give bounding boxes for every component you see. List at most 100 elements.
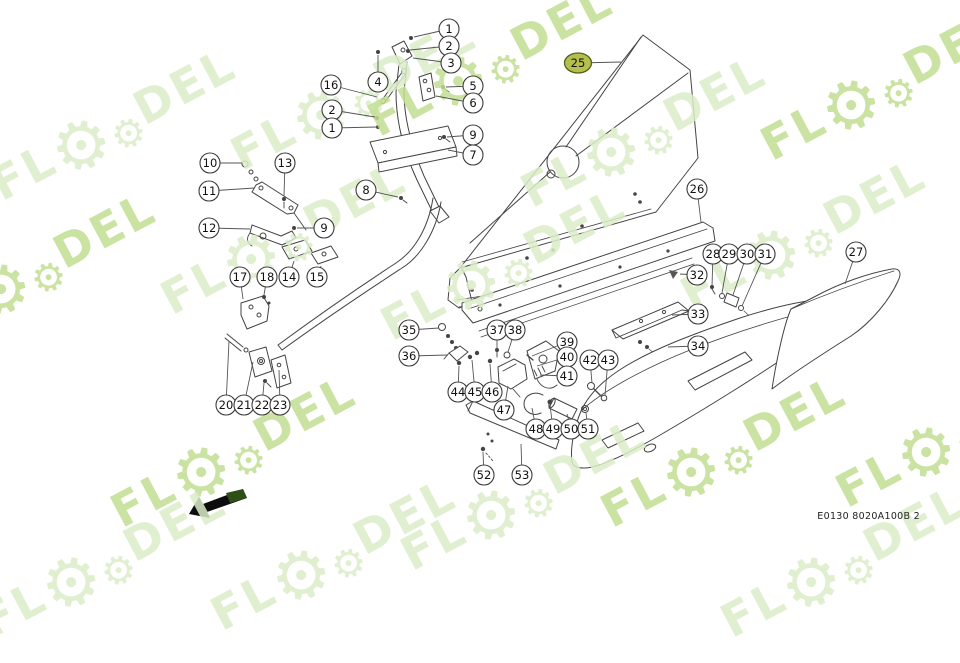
callout-36[interactable]: 36 bbox=[398, 345, 449, 367]
callout-20[interactable]: 20 bbox=[215, 340, 237, 416]
callout-2-2[interactable]: 2 bbox=[321, 99, 376, 121]
callout-number: 44 bbox=[451, 385, 466, 399]
callout-44[interactable]: 44 bbox=[447, 365, 469, 403]
callout-bubble bbox=[198, 180, 220, 202]
callout-bubble bbox=[274, 152, 296, 174]
callout-bubble bbox=[199, 152, 221, 174]
callout-number: 15 bbox=[310, 270, 325, 284]
callout-32[interactable]: 32 bbox=[679, 264, 708, 286]
callout-number: 17 bbox=[233, 270, 248, 284]
callout-38[interactable]: 38 bbox=[504, 319, 526, 353]
callout-41[interactable]: 41 bbox=[539, 365, 578, 387]
callout-7[interactable]: 7 bbox=[447, 144, 484, 166]
callout-number: 23 bbox=[273, 398, 288, 412]
callout-31[interactable]: 31 bbox=[741, 243, 776, 307]
highlighted-callout-bubble bbox=[563, 52, 593, 74]
callout-4[interactable]: 4 bbox=[367, 55, 389, 93]
callout-30[interactable]: 30 bbox=[732, 243, 758, 296]
callout-9[interactable]: 9 bbox=[446, 124, 484, 146]
callout-8[interactable]: 8 bbox=[355, 179, 399, 201]
clamp-parts bbox=[224, 333, 292, 389]
callout-number: 42 bbox=[583, 353, 598, 367]
callout-47[interactable]: 47 bbox=[493, 385, 515, 421]
callout-23[interactable]: 23 bbox=[269, 369, 291, 416]
callout-25[interactable]: 25 bbox=[563, 52, 622, 74]
callout-22[interactable]: 22 bbox=[251, 382, 273, 416]
callout-1-2[interactable]: 1 bbox=[321, 117, 378, 139]
callout-52[interactable]: 52 bbox=[473, 451, 495, 486]
exploded-parts-diagram bbox=[189, 34, 901, 518]
callout-51[interactable]: 51 bbox=[577, 412, 599, 440]
callout-14[interactable]: 14 bbox=[278, 260, 300, 288]
callout-bubble bbox=[687, 303, 709, 325]
callout-bubble bbox=[462, 92, 484, 114]
callout-bubble bbox=[504, 319, 526, 341]
callout-42[interactable]: 42 bbox=[579, 349, 601, 384]
callout-43[interactable]: 43 bbox=[597, 349, 619, 396]
callout-number: 20 bbox=[219, 398, 234, 412]
callout-bubble bbox=[556, 365, 578, 387]
callout-bubble bbox=[320, 74, 342, 96]
callout-number: 3 bbox=[447, 56, 454, 70]
callout-39[interactable]: 39 bbox=[531, 331, 578, 357]
callout-27[interactable]: 27 bbox=[844, 241, 867, 285]
callout-bubble bbox=[686, 178, 708, 200]
callout-bubble bbox=[398, 345, 420, 367]
callout-number: 50 bbox=[564, 422, 579, 436]
callout-3[interactable]: 3 bbox=[412, 52, 462, 74]
callout-5[interactable]: 5 bbox=[445, 75, 484, 97]
callout-6[interactable]: 6 bbox=[435, 92, 484, 114]
left-bracket-parts bbox=[240, 295, 271, 330]
callout-number: 49 bbox=[546, 422, 561, 436]
callout-53[interactable]: 53 bbox=[511, 443, 533, 486]
callout-number: 4 bbox=[374, 75, 381, 89]
leader-line bbox=[225, 340, 230, 406]
callout-bubble bbox=[355, 179, 377, 201]
callout-17[interactable]: 17 bbox=[229, 266, 251, 300]
callout-number: 39 bbox=[560, 335, 575, 349]
callout-15[interactable]: 15 bbox=[306, 265, 328, 288]
callout-number: 21 bbox=[237, 398, 252, 412]
callout-number: 10 bbox=[203, 156, 218, 170]
callout-bubble bbox=[306, 266, 328, 288]
callout-34[interactable]: 34 bbox=[667, 335, 709, 357]
callout-number: 25 bbox=[571, 56, 586, 70]
callout-number: 2 bbox=[328, 103, 335, 117]
callout-16[interactable]: 16 bbox=[320, 74, 378, 98]
callout-13[interactable]: 13 bbox=[274, 152, 296, 197]
callout-35[interactable]: 35 bbox=[398, 319, 440, 341]
callout-number: 1 bbox=[445, 22, 452, 36]
callout-21[interactable]: 21 bbox=[233, 361, 255, 416]
callout-46[interactable]: 46 bbox=[481, 363, 503, 403]
callout-11[interactable]: 11 bbox=[198, 180, 255, 202]
callout-12[interactable]: 12 bbox=[198, 217, 251, 239]
callout-number: 32 bbox=[690, 268, 705, 282]
callout-number: 43 bbox=[601, 353, 616, 367]
callout-40[interactable]: 40 bbox=[536, 346, 578, 368]
callout-37[interactable]: 37 bbox=[486, 319, 508, 348]
callout-bubble bbox=[398, 319, 420, 341]
callout-48[interactable]: 48 bbox=[525, 407, 547, 440]
callout-bubble bbox=[278, 266, 300, 288]
callout-26[interactable]: 26 bbox=[686, 178, 708, 223]
callout-bubble bbox=[198, 217, 220, 239]
callout-number: 2 bbox=[445, 39, 452, 53]
callout-bubble bbox=[462, 144, 484, 166]
callout-10[interactable]: 10 bbox=[199, 152, 242, 174]
callout-9-2[interactable]: 9 bbox=[297, 217, 335, 239]
callout-33[interactable]: 33 bbox=[671, 303, 709, 325]
callout-number: 13 bbox=[278, 156, 293, 170]
callout-2[interactable]: 2 bbox=[409, 35, 460, 57]
callout-bubble bbox=[229, 266, 251, 288]
callout-number: 30 bbox=[740, 247, 755, 261]
callout-number: 29 bbox=[722, 247, 737, 261]
callout-29[interactable]: 29 bbox=[718, 243, 740, 294]
callout-18[interactable]: 18 bbox=[256, 266, 278, 296]
parts-drawing bbox=[224, 34, 901, 469]
callout-bubble bbox=[687, 335, 709, 357]
callout-45[interactable]: 45 bbox=[464, 359, 486, 403]
callout-number: 16 bbox=[324, 78, 339, 92]
callout-28[interactable]: 28 bbox=[702, 243, 724, 287]
callout-49[interactable]: 49 bbox=[542, 404, 564, 440]
callout-bubble bbox=[754, 243, 776, 265]
